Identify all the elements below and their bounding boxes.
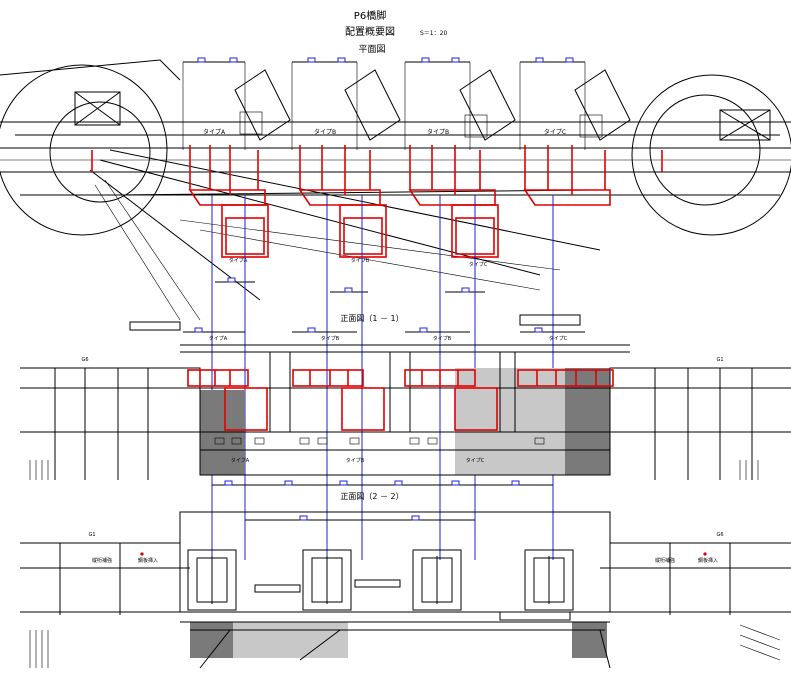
front2-right-note-1: 縦桁補強	[655, 557, 675, 564]
front2-left-girder: G1	[88, 532, 95, 538]
plan-bottom-type-label-3: タイプC	[469, 261, 488, 268]
front-view-2: G1 G6 縦桁補強 鋼板挿入 縦桁補強 鋼板挿入	[20, 511, 791, 669]
front1-left-girder: G6	[81, 357, 88, 363]
front2-right-girder: G6	[716, 532, 723, 538]
plan-bottom-type-label-2: タイプB	[351, 257, 370, 264]
front2-shade-left	[233, 622, 348, 658]
plan-view: タイプA タイプB タイプB タイプC	[0, 57, 791, 321]
drawing-title: P6橋脚	[354, 9, 386, 22]
plan-type-label-4: タイプC	[544, 128, 566, 136]
plan-type-label-1: タイプA	[203, 128, 226, 136]
right-pier-inner-circle	[649, 94, 761, 206]
plan-type-label-2: タイプB	[314, 128, 336, 136]
front1-label: 正面図（1 － 1）	[340, 314, 403, 323]
front1-red-members	[187, 369, 614, 431]
front2-left-note-2: 鋼板挿入	[138, 557, 158, 564]
front1-type-bottom-1: タイプA	[231, 457, 250, 464]
front2-label: 正面図（2 － 2）	[340, 492, 403, 501]
front2-splice-plates	[187, 549, 574, 611]
plan-view-label: 平面図	[358, 44, 385, 55]
plan-type-label-3: タイプB	[427, 128, 449, 136]
front1-shade-right-dark	[565, 368, 610, 475]
front2-right-note-2: 鋼板挿入	[698, 557, 718, 564]
plan-bottom-type-label-1: タイプA	[229, 257, 248, 264]
front1-type-bottom-3: タイプC	[466, 457, 485, 464]
front1-type-top-1: タイプA	[209, 335, 228, 342]
drawing-subtitle: 配置概要図	[345, 25, 395, 38]
left-pier-inner-circle	[49, 101, 151, 203]
front1-type-top-3: タイプB	[433, 335, 452, 342]
left-pier-circle	[0, 64, 168, 236]
plan-red-members	[91, 145, 663, 258]
front1-type-top-4: タイプC	[549, 335, 568, 342]
front1-type-bottom-2: タイプB	[346, 457, 365, 464]
right-pier-circle	[631, 74, 791, 236]
front2-shade-right	[572, 622, 607, 658]
front2-shade-left-dark	[190, 622, 233, 658]
front2-left-note-1: 縦桁補強	[92, 557, 112, 564]
front-view-1: G6 G1 タイプA タイプB タイプB タイプC	[20, 314, 791, 486]
front1-right-girder: G1	[716, 357, 723, 363]
drawing-scale: S＝1：20	[420, 30, 447, 37]
front1-type-top-2: タイプB	[321, 335, 340, 342]
